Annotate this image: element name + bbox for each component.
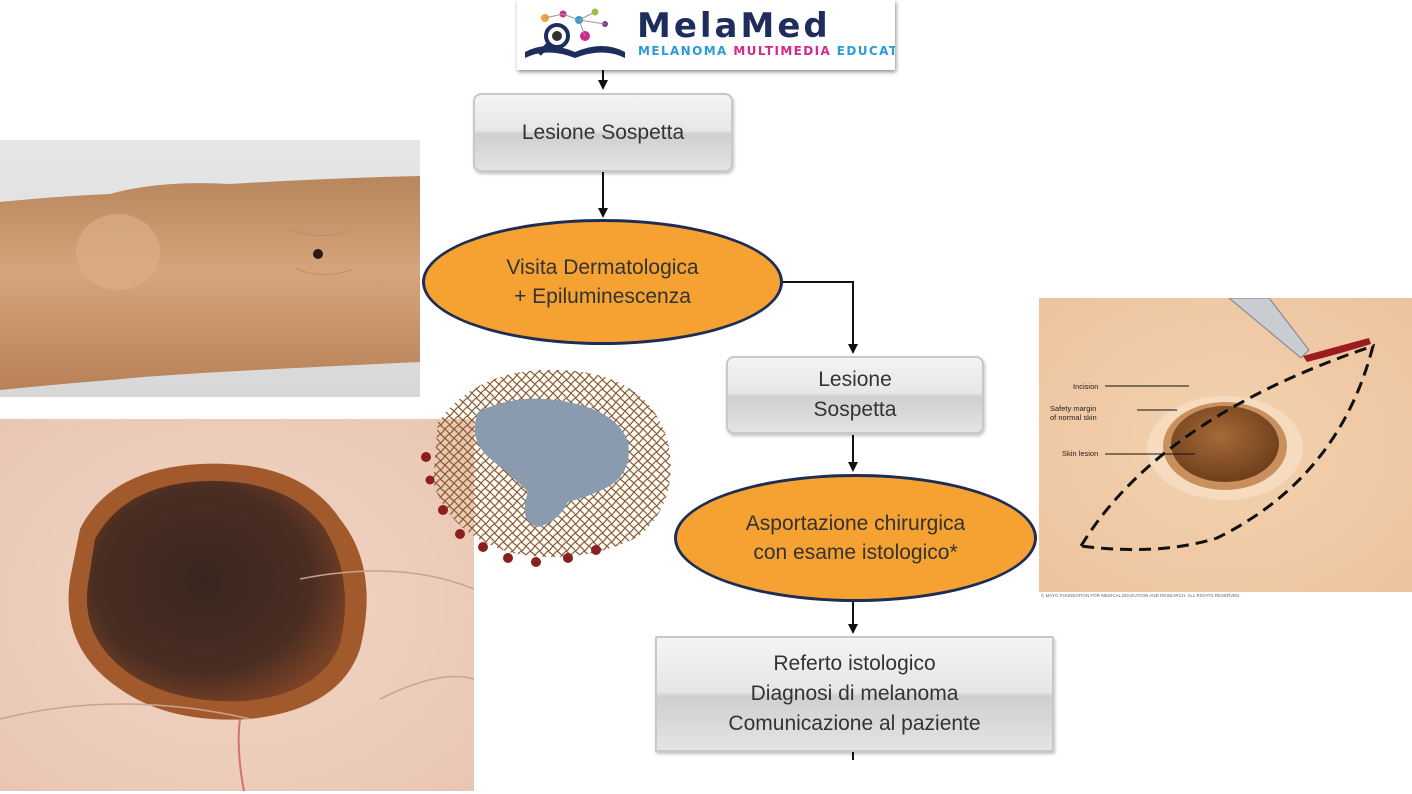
logo-book-icon — [525, 8, 625, 58]
node-label: Referto istologico Diagnosi di melanoma … — [728, 652, 981, 735]
label-incision: Incision — [1073, 382, 1098, 391]
node-label: Asportazione chirurgica con esame istolo… — [745, 512, 966, 564]
node-lesione-sospetta-2: Lesione Sospetta — [726, 356, 984, 434]
logo-tagline-part: MELANOMA — [638, 44, 734, 58]
logo-tagline-part: EDUCATION — [836, 44, 895, 58]
node-label: Lesione Sospetta — [813, 368, 897, 421]
node-label: Lesione Sospetta — [521, 120, 685, 144]
arm-lesion-illustration — [0, 140, 420, 397]
excision-drawing: Incision Safety margin of normal skin Sk… — [1039, 298, 1412, 592]
node-lesione-sospetta-1: Lesione Sospetta — [473, 93, 733, 172]
node-label: Visita Dermatologica + Epiluminescenza — [506, 256, 699, 308]
label-skin-lesion: Skin lesion — [1062, 449, 1098, 458]
logo-tagline-part: MULTIMEDIA — [733, 44, 837, 58]
arrow-node2-to-node3 — [780, 281, 858, 354]
globules — [421, 452, 601, 567]
dermoscopy-photo — [0, 419, 474, 791]
logo-brand-name: MelaMed — [637, 6, 831, 46]
copyright-note: © MAYO FOUNDATION FOR MEDICAL EDUCATION … — [1041, 593, 1241, 598]
node-referto-istologico: Referto istologico Diagnosi di melanoma … — [655, 636, 1054, 752]
melamed-logo: MelaMed MELANOMA MULTIMEDIA EDUCATION — [517, 0, 895, 70]
node-asportazione-chirurgica: Asportazione chirurgica con esame istolo… — [674, 474, 1037, 602]
node-visita-dermatologica: Visita Dermatologica + Epiluminescenza — [422, 219, 783, 345]
arm-lesion-photo — [0, 140, 420, 397]
label-safety-margin-1: Safety margin — [1050, 404, 1096, 413]
dermoscopy-illustration — [0, 419, 474, 791]
label-safety-margin-2: of normal skin — [1050, 413, 1097, 422]
pigment-network-schematic — [421, 369, 671, 567]
excision-illustration: Incision Safety margin of normal skin Sk… — [1039, 298, 1412, 592]
logo-tagline: MELANOMA MULTIMEDIA EDUCATION — [638, 44, 895, 58]
